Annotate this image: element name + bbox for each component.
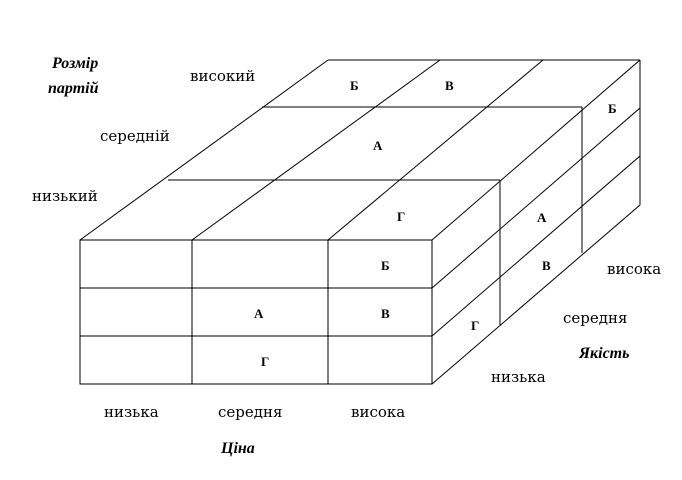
side-cell-b: Б [608, 101, 617, 116]
quality-level-medium: середня [563, 309, 627, 327]
right-bottom-edge [431, 204, 641, 385]
quality-level-high: висока [607, 260, 661, 278]
right-top-edge [431, 59, 641, 241]
right-row-divider-1 [431, 107, 641, 289]
front-cell-g: Г [261, 354, 269, 369]
batch-size-level-high: високий [190, 67, 255, 85]
price-level-medium: середня [218, 403, 282, 421]
top-cell-v: В [445, 78, 454, 93]
price-level-low: низька [104, 403, 159, 421]
top-cell-a: А [373, 138, 383, 153]
batch-size-level-low: низький [32, 187, 98, 205]
right-row-divider-2 [431, 155, 641, 337]
quality-axis: висока середня Якість низька [491, 260, 661, 386]
top-column-divider-1 [191, 59, 441, 241]
top-cell-b: Б [350, 78, 359, 93]
top-column-divider-2 [327, 59, 544, 241]
price-title: Ціна [220, 440, 255, 457]
top-face-cell-labels: Б В А Г [350, 78, 454, 224]
batch-size-title-line1: Розмір [51, 55, 98, 72]
top-left-edge [79, 59, 329, 241]
side-cell-g: Г [471, 318, 479, 333]
front-cell-v: В [381, 306, 390, 321]
batch-size-axis: Розмір партій високий середній низький [32, 55, 255, 205]
front-face-border [79, 239, 433, 385]
quality-level-low: низька [491, 368, 546, 386]
right-face [431, 59, 641, 385]
price-axis: низька середня висока Ціна [104, 403, 405, 457]
front-face-cell-labels: Б А В Г [254, 258, 390, 369]
batch-size-title-line2: партій [48, 80, 99, 97]
side-cell-v: В [542, 258, 551, 273]
price-level-high: висока [351, 403, 405, 421]
right-face-cell-labels: Б А В Г [471, 101, 617, 333]
front-cell-a: А [254, 306, 264, 321]
quality-title: Якість [578, 345, 629, 362]
front-face [79, 239, 433, 385]
front-cell-b: Б [381, 258, 390, 273]
top-face [79, 59, 640, 241]
side-cell-a: А [537, 210, 547, 225]
batch-size-level-medium: середній [100, 127, 170, 145]
top-cell-g: Г [397, 209, 405, 224]
